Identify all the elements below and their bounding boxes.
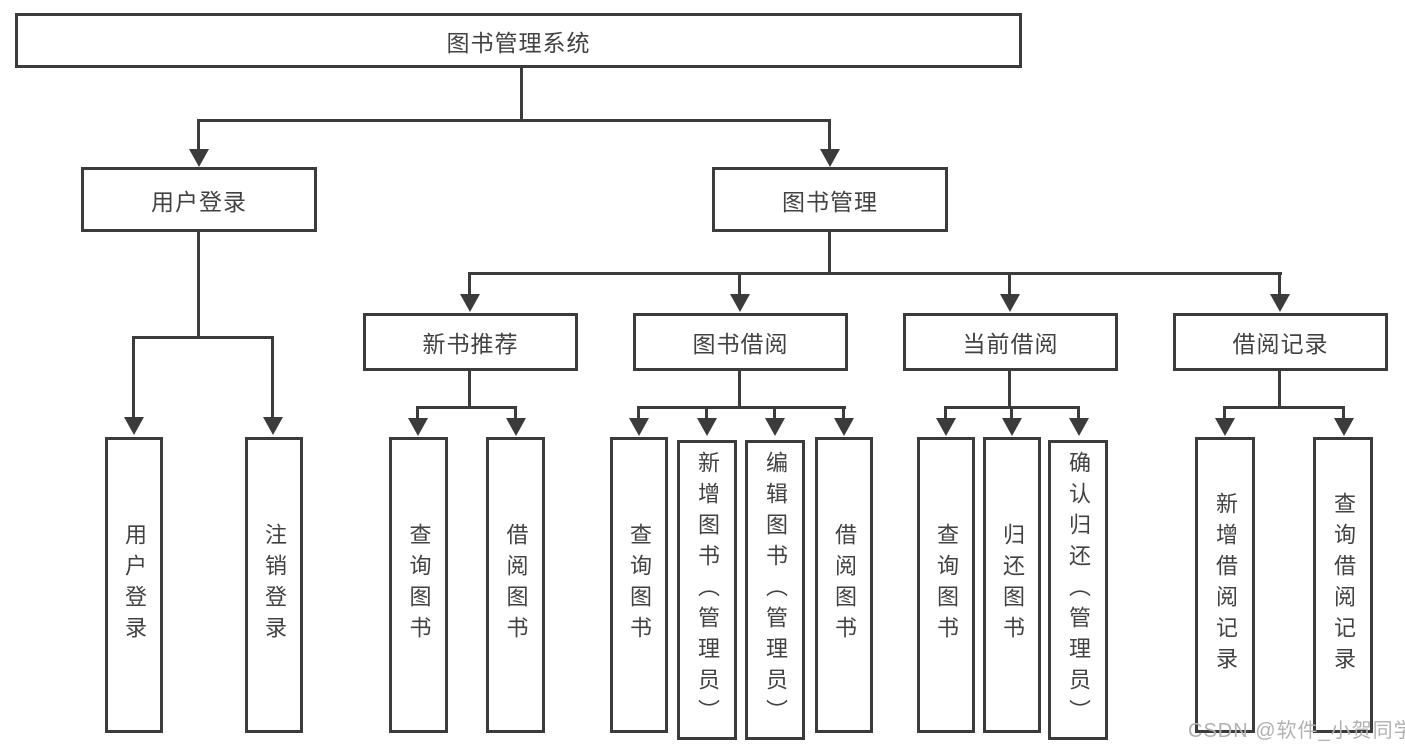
arrowhead-new-book (460, 294, 480, 312)
leaf-logout-login-label: 注销登录 (262, 523, 287, 647)
leaf-borrow-books-a: 借阅图书 (486, 437, 545, 733)
connector-new-book-children-branch (416, 406, 517, 409)
leaf-edit-book-admin-label: 编辑图书（管理员） (763, 450, 788, 730)
connector-b1-drop (637, 406, 640, 420)
leaf-query-books-b: 查询图书 (610, 437, 668, 733)
connector-new-book-stem (468, 371, 471, 406)
leaf-query-books-c: 查询图书 (917, 437, 975, 733)
arrowhead-book-management (820, 149, 840, 167)
leaf-logout-login: 注销登录 (245, 437, 303, 733)
connector-a1-drop (416, 406, 419, 420)
connector-level1-branch (197, 119, 831, 122)
leaf-add-borrow-record-label: 新增借阅记录 (1213, 492, 1238, 678)
leaf-return-books-label: 归还图书 (1000, 523, 1025, 647)
leaf-query-books-a-label: 查询图书 (406, 523, 432, 647)
node-library-system: 图书管理系统 (15, 13, 1022, 68)
arrowhead-a1 (408, 418, 428, 436)
connector-b4-drop (842, 406, 845, 420)
node-book-management: 图书管理 (712, 167, 948, 232)
node-new-book-recommend-label: 新书推荐 (422, 331, 519, 357)
arrowhead-b1 (629, 418, 649, 436)
arrowhead-d2 (1334, 418, 1354, 436)
connector-b3-drop (773, 406, 776, 420)
connector-logout-drop (271, 336, 274, 418)
connector-c2-drop (1010, 406, 1013, 420)
connector-user-login-stem (197, 232, 200, 336)
arrowhead-a2 (506, 418, 526, 436)
node-book-borrow-label: 图书借阅 (692, 331, 789, 357)
connector-user-login-drop (197, 119, 200, 151)
leaf-add-book-admin: 新增图书（管理员） (677, 440, 737, 740)
connector-book-management-drop (828, 119, 831, 151)
node-new-book-recommend: 新书推荐 (363, 313, 578, 371)
connector-user-login-branch (132, 336, 274, 339)
leaf-return-books: 归还图书 (983, 437, 1041, 733)
node-user-login: 用户登录 (81, 167, 317, 232)
connector-d1-drop (1223, 406, 1226, 420)
leaf-query-books-c-label: 查询图书 (934, 523, 959, 647)
leaf-add-borrow-record: 新增借阅记录 (1195, 437, 1255, 733)
connector-c1-drop (944, 406, 947, 420)
node-borrow-records: 借阅记录 (1173, 313, 1388, 371)
watermark: CSDN @软件_小贺同学 (1188, 720, 1405, 742)
connector-a2-drop (514, 406, 517, 420)
leaf-confirm-return-admin-label: 确认归还（管理员） (1066, 450, 1091, 730)
arrowhead-d1 (1215, 418, 1235, 436)
connector-book-borrow-children-branch (637, 406, 846, 409)
connector-login-drop (132, 336, 135, 418)
node-library-system-label: 图书管理系统 (446, 29, 591, 56)
connector-d2-drop (1342, 406, 1345, 420)
leaf-borrow-books-b: 借阅图书 (815, 437, 873, 733)
connector-b2-drop (705, 406, 708, 420)
arrowhead-c2 (1002, 418, 1022, 436)
connector-borrow-records-children-branch (1223, 406, 1345, 409)
connector-new-book-drop (468, 272, 471, 296)
node-borrow-records-label: 借阅记录 (1232, 331, 1329, 357)
arrowhead-login (124, 417, 144, 435)
leaf-query-books-b-label: 查询图书 (627, 523, 652, 647)
arrowhead-current-borrow (1000, 294, 1020, 312)
leaf-edit-book-admin: 编辑图书（管理员） (745, 440, 805, 740)
arrowhead-c1 (936, 418, 956, 436)
arrowhead-b4 (834, 418, 854, 436)
connector-borrow-records-stem (1278, 371, 1281, 406)
node-current-borrow: 当前借阅 (903, 313, 1118, 371)
connector-current-borrow-stem (1008, 371, 1011, 406)
node-current-borrow-label: 当前借阅 (962, 331, 1059, 357)
arrowhead-borrow-records (1270, 294, 1290, 312)
leaf-user-login-label: 用户登录 (122, 523, 147, 647)
connector-book-borrow-drop (738, 272, 741, 296)
connector-borrow-records-drop (1278, 272, 1281, 296)
arrowhead-logout (263, 417, 283, 435)
arrowhead-b3 (765, 418, 785, 436)
leaf-user-login: 用户登录 (105, 437, 163, 733)
arrowhead-user-login (189, 149, 209, 167)
connector-root-stem (520, 67, 523, 119)
leaf-borrow-books-a-label: 借阅图书 (503, 523, 529, 647)
leaf-add-book-admin-label: 新增图书（管理员） (695, 450, 720, 730)
leaf-query-borrow-record: 查询借阅记录 (1313, 437, 1373, 733)
connector-c3-drop (1077, 406, 1080, 420)
connector-book-management-stem (828, 232, 831, 272)
connector-level2-branch (468, 272, 1282, 275)
arrowhead-b2 (697, 418, 717, 436)
leaf-query-books-a: 查询图书 (389, 437, 448, 733)
connector-book-borrow-stem (738, 371, 741, 406)
arrowhead-c3 (1069, 418, 1089, 436)
leaf-confirm-return-admin: 确认归还（管理员） (1048, 440, 1108, 740)
arrowhead-book-borrow (730, 294, 750, 312)
node-user-login-label: 用户登录 (151, 188, 247, 215)
connector-current-borrow-drop (1008, 272, 1011, 296)
node-book-borrow: 图书借阅 (633, 313, 848, 371)
leaf-borrow-books-b-label: 借阅图书 (832, 523, 857, 647)
node-book-management-label: 图书管理 (782, 188, 878, 215)
leaf-query-borrow-record-label: 查询借阅记录 (1331, 492, 1356, 678)
